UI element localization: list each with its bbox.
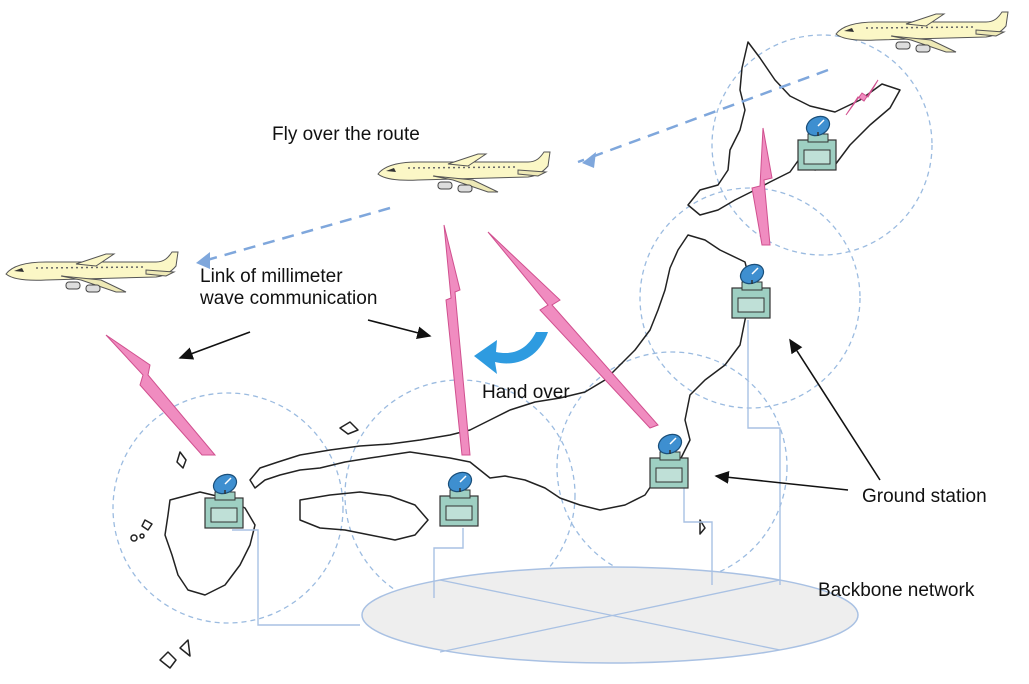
- ground-station-icon: [649, 430, 689, 489]
- map-island-4: [139, 533, 145, 539]
- backbone-link-north: [747, 320, 781, 585]
- lightning-link-icon: [487, 231, 659, 429]
- lightning-link-icon: [105, 334, 217, 456]
- backbone-link-kyushu: [232, 529, 360, 626]
- airplane-icon: [5, 251, 179, 293]
- ground-station-icon: [204, 470, 244, 529]
- airplane-icon: [377, 151, 551, 193]
- label-backbone-network: Backbone network: [818, 580, 975, 601]
- label-link-line1: Link of millimeter: [200, 266, 343, 287]
- map-island-7: [339, 421, 359, 435]
- lightning-link-icon: [443, 224, 471, 456]
- backbone-link-kanto: [683, 488, 713, 585]
- flight-arrowhead-1: [582, 152, 596, 168]
- backbone-network: [361, 566, 859, 664]
- arrow-ground-kanto: [714, 470, 849, 491]
- map-hokkaido: [687, 41, 901, 216]
- lightning-link-icon: [751, 127, 773, 246]
- radio-links: [105, 79, 879, 456]
- label-link-line2: wave communication: [200, 288, 378, 309]
- map-island-8: [699, 519, 706, 535]
- handover-arrow-icon: [474, 332, 548, 374]
- flight-path-1: [577, 68, 829, 164]
- map-island-1: [176, 451, 187, 469]
- label-hand-over: Hand over: [482, 382, 570, 403]
- arrow-link-center: [367, 319, 432, 339]
- backbone-links: [232, 320, 781, 626]
- label-fly-over: Fly over the route: [272, 124, 420, 145]
- map-island-6: [179, 639, 191, 657]
- flight-paths: [199, 68, 829, 264]
- map-island-2: [141, 519, 153, 531]
- arrow-ground-north: [789, 338, 881, 481]
- lightning-link-icon: [845, 79, 879, 116]
- coverage-circle-tohoku: [639, 187, 861, 409]
- backbone-link-kansai: [433, 528, 464, 598]
- coverage-circle-kyushu: [112, 392, 344, 624]
- coverage-circle-north: [711, 34, 933, 256]
- label-link-millimeter: Link of millimeter wave communication: [200, 266, 377, 310]
- label-ground-station: Ground station: [862, 486, 987, 507]
- map-island-5: [159, 651, 177, 669]
- annotation-arrows: [178, 319, 881, 491]
- map-shikoku: [299, 491, 429, 541]
- map-island-3: [130, 534, 138, 542]
- flight-arrowhead-2: [196, 252, 210, 269]
- ground-station-icon: [797, 112, 837, 171]
- airplane-icon: [835, 11, 1009, 53]
- map-honshu: [249, 234, 753, 511]
- flight-path-2: [199, 206, 391, 264]
- ground-station-icon: [731, 260, 771, 319]
- arrow-link-left: [178, 331, 251, 360]
- ground-station-icon: [439, 468, 479, 527]
